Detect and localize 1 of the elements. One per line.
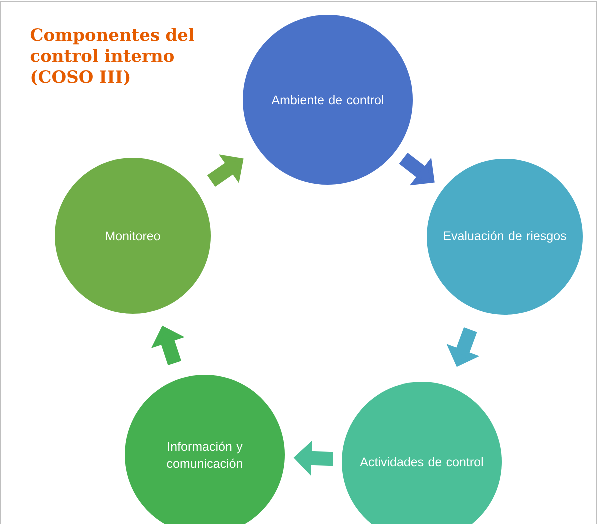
title: Componentes del control interno (COSO III) <box>30 28 194 86</box>
